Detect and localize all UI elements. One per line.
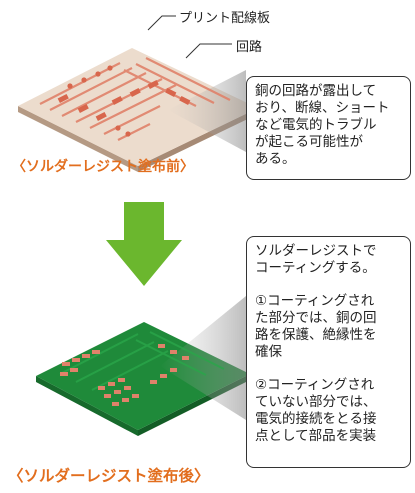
circuit-callout-line (185, 43, 232, 59)
before-note-text: 銅の回路が露出して おり、断線、ショート など電気的トラブル が起こる可能性が … (255, 83, 390, 167)
down-arrow (106, 202, 182, 286)
after-note-point1: ①コーティングされ た部分では、銅の回 路を保護、絶縁性を 確保 (255, 293, 377, 360)
pcb-callout-line (147, 15, 176, 31)
after-note-point2: ②コーティングされ ていない部分では、 電気的接続をとる接 点として部品を実装 (255, 377, 377, 444)
pcb-before-board (18, 48, 258, 166)
after-note-box: ソルダーレジストで コーティングする。 ①コーティングされ た部分では、銅の回 … (246, 236, 411, 468)
circuit-label: 回路 (236, 40, 263, 55)
before-note-box: 銅の回路が露出して おり、断線、ショート など電気的トラブル が起こる可能性が … (246, 76, 411, 180)
after-note-intro: ソルダーレジストで コーティングする。 (255, 243, 377, 276)
pcb-before-illustration (18, 15, 258, 172)
pcb-after-illustration (36, 296, 250, 436)
pcb-label: プリント配線板 (179, 11, 271, 26)
before-caption: 〈ソルダーレジスト塗布前〉 (12, 159, 194, 175)
after-caption: 〈ソルダーレジスト塗布後〉 (8, 467, 210, 485)
